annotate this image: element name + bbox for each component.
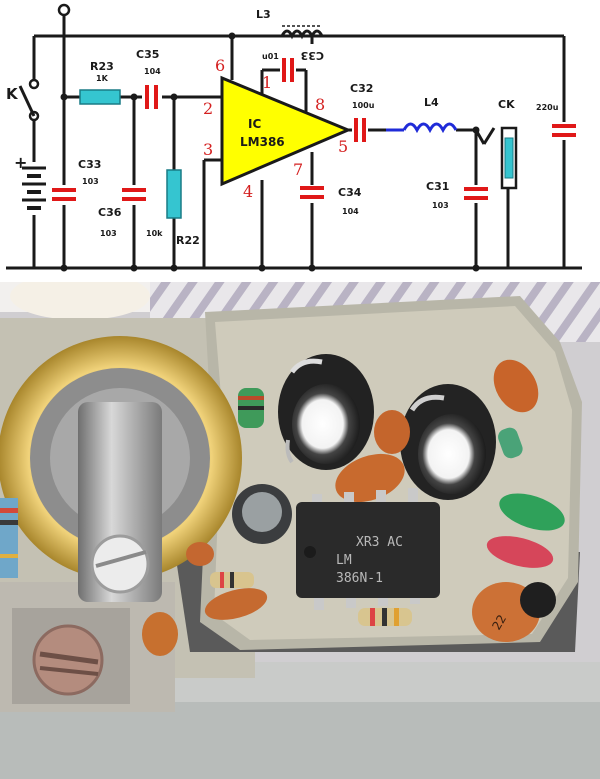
capacitor-c31: C31 103 bbox=[426, 180, 488, 210]
c36-value: 103 bbox=[100, 229, 117, 238]
pin-8: 8 bbox=[315, 95, 325, 114]
capacitor-c36: C36 103 bbox=[98, 188, 146, 238]
r22-value: 10k bbox=[146, 229, 163, 238]
chip-line2: LM bbox=[336, 553, 352, 568]
small-capacitor bbox=[232, 484, 292, 544]
r22-label: R22 bbox=[176, 234, 200, 247]
cap-22-marking: 22 bbox=[489, 612, 509, 632]
c31-value: 103 bbox=[432, 201, 449, 210]
wires bbox=[6, 14, 582, 270]
pin-numbers: 1 2 3 4 5 6 7 8 bbox=[203, 56, 348, 201]
c33-top-label: C33 bbox=[301, 49, 324, 62]
ic-ref: IC bbox=[248, 117, 261, 131]
pin-6: 6 bbox=[215, 56, 225, 75]
c220u-value: 220u bbox=[536, 103, 559, 112]
capacitor-c32: C32 100u bbox=[350, 82, 375, 142]
electrolytic-capacitor-right bbox=[400, 384, 496, 500]
output-jack-ck: CK bbox=[474, 98, 518, 190]
r23-label: R23 bbox=[90, 60, 114, 73]
pin-3: 3 bbox=[203, 140, 213, 159]
inductor-l4: L4 bbox=[402, 96, 458, 134]
resistor-r22: 10k R22 bbox=[146, 169, 200, 247]
small-resistors bbox=[210, 388, 412, 626]
c35-value: 104 bbox=[144, 67, 161, 76]
chip-line3: 386N-1 bbox=[336, 571, 383, 586]
chip-line1: XR3 AC bbox=[356, 535, 403, 550]
r23-value: 1K bbox=[96, 74, 109, 83]
pin-7: 7 bbox=[293, 160, 303, 179]
potentiometer-knob bbox=[0, 336, 242, 602]
circuit-board-photo: 22 XR3 AC L bbox=[0, 282, 600, 779]
capacitor-c34: C34 104 bbox=[300, 186, 362, 216]
c35-label: C35 bbox=[136, 48, 159, 61]
terminal-post bbox=[57, 3, 71, 17]
pin-5: 5 bbox=[338, 137, 348, 156]
battery: + bbox=[14, 153, 46, 210]
ceramic-capacitors: 22 bbox=[142, 359, 556, 656]
c33-value: 103 bbox=[82, 177, 99, 186]
capacitor-c33-top: u01 C33 bbox=[262, 49, 324, 82]
capacitor-220u: 220u bbox=[536, 103, 576, 137]
c34-label: C34 bbox=[338, 186, 362, 199]
c32-label: C32 bbox=[350, 82, 373, 95]
edge-resistors bbox=[0, 498, 18, 578]
capacitor-c33-left: C33 103 bbox=[52, 158, 101, 201]
mounting-screw bbox=[12, 608, 130, 704]
lm386-chip: XR3 AC LM 386N-1 bbox=[296, 488, 440, 610]
c32-value: 100u bbox=[352, 101, 375, 110]
l3-label: L3 bbox=[256, 8, 271, 21]
c36-label: C36 bbox=[98, 206, 122, 219]
ic-lm386: IC LM386 bbox=[220, 75, 352, 187]
capacitor-c35: C35 104 bbox=[136, 48, 161, 109]
resistor-r23: R23 1K bbox=[79, 60, 121, 105]
pin-1: 1 bbox=[262, 73, 272, 92]
ic-part: LM386 bbox=[240, 135, 285, 149]
inductor-l3: L3 bbox=[256, 8, 324, 40]
c34-value: 104 bbox=[342, 207, 359, 216]
pin-2: 2 bbox=[203, 99, 213, 118]
ck-label: CK bbox=[498, 98, 515, 111]
l4-label: L4 bbox=[424, 96, 439, 109]
right-components bbox=[486, 427, 565, 568]
c31-label: C31 bbox=[426, 180, 449, 193]
pin-4: 4 bbox=[243, 182, 253, 201]
circuit-schematic: K + L3 R23 1K C35 104 C33 103 bbox=[0, 0, 600, 282]
power-switch: K bbox=[6, 78, 40, 122]
switch-label: K bbox=[6, 85, 19, 103]
electrolytic-capacitor-left bbox=[278, 354, 374, 470]
c33-label: C33 bbox=[78, 158, 101, 171]
c33-top-value: u01 bbox=[262, 52, 279, 61]
